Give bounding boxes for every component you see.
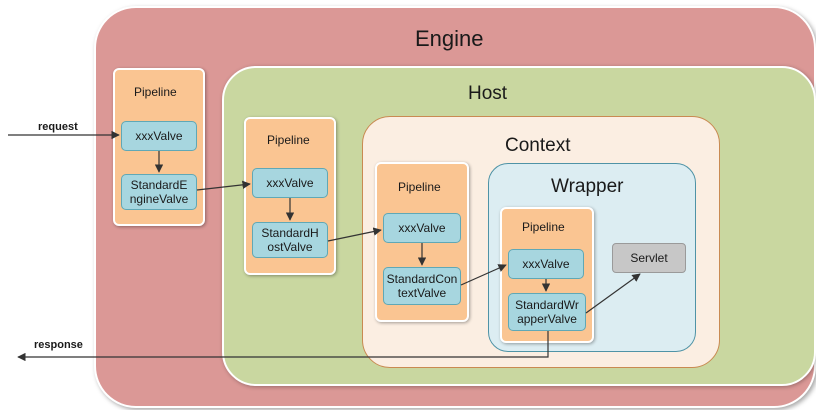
context-xxx-valve-label: xxxValve (398, 221, 446, 235)
wrapper-xxx-valve: xxxValve (508, 249, 584, 279)
standard-host-valve-line1: StandardH (261, 226, 319, 240)
standard-context-valve: StandardCon textValve (383, 267, 461, 305)
host-title: Host (468, 83, 508, 104)
standard-wrapper-valve-line2: apperValve (517, 312, 577, 326)
wrapper-title: Wrapper (551, 176, 624, 197)
standard-wrapper-valve: StandardWr apperValve (508, 293, 586, 331)
standard-host-valve: StandardH ostValve (252, 222, 328, 258)
wrapper-pipeline-label: Pipeline (522, 220, 565, 234)
engine-pipeline-label: Pipeline (134, 85, 177, 99)
standard-engine-valve: StandardE ngineValve (121, 174, 197, 210)
servlet-label: Servlet (630, 251, 668, 265)
engine-title: Engine (415, 26, 484, 51)
standard-host-valve-line2: ostValve (267, 240, 313, 254)
host-xxx-valve-label: xxxValve (266, 176, 314, 190)
request-label: request (38, 121, 78, 133)
standard-wrapper-valve-line1: StandardWr (515, 298, 579, 312)
response-label: response (34, 339, 83, 351)
servlet-box: Servlet (612, 243, 686, 273)
standard-engine-valve-line2: ngineValve (129, 192, 189, 206)
host-pipeline-label: Pipeline (267, 133, 310, 147)
engine-xxx-valve-label: xxxValve (135, 129, 183, 143)
standard-context-valve-line1: StandardCon (386, 272, 458, 286)
context-xxx-valve: xxxValve (383, 213, 461, 243)
engine-xxx-valve: xxxValve (121, 121, 197, 151)
context-pipeline-label: Pipeline (398, 180, 441, 194)
context-title: Context (505, 135, 571, 156)
standard-context-valve-line2: textValve (397, 286, 447, 300)
standard-engine-valve-line1: StandardE (130, 178, 188, 192)
wrapper-xxx-valve-label: xxxValve (522, 257, 570, 271)
host-xxx-valve: xxxValve (252, 168, 328, 198)
